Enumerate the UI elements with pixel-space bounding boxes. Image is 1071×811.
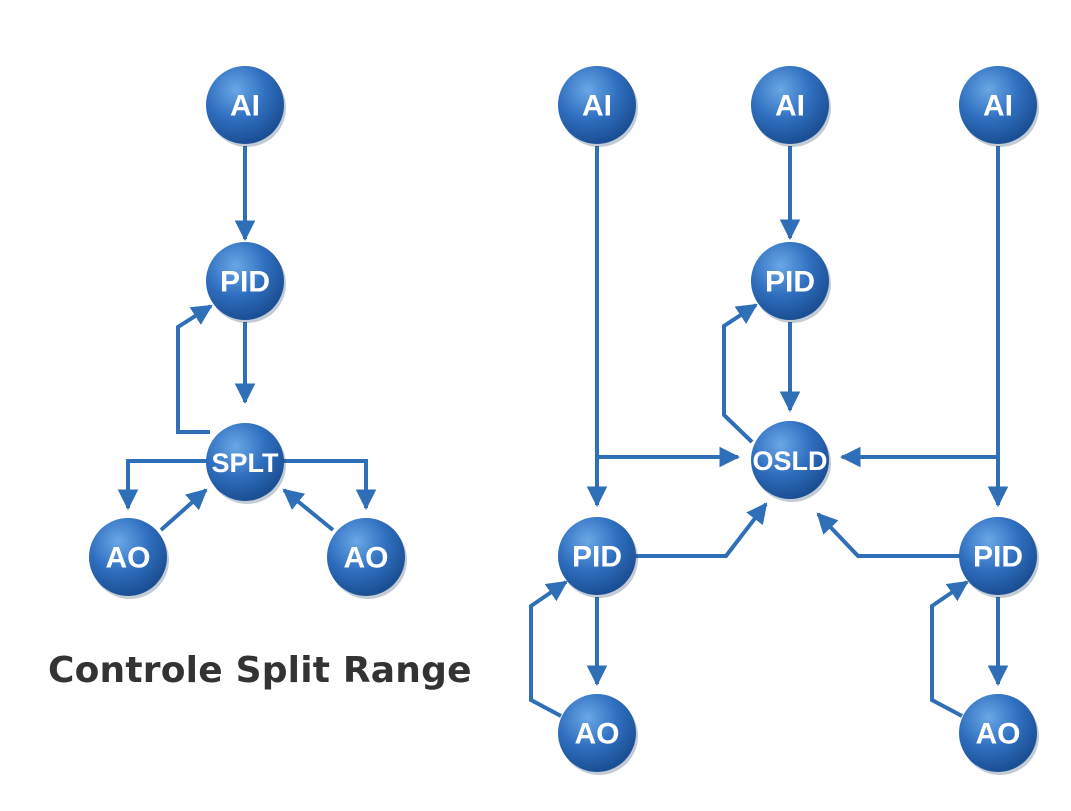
node-ao-left-1: AO	[89, 518, 169, 599]
node-circle	[206, 423, 284, 501]
node-label: PID	[572, 541, 622, 574]
node-ai-r1: AI	[558, 66, 638, 147]
edge-ao-left-2-to-splt	[282, 488, 335, 532]
node-label: AO	[976, 718, 1021, 751]
edge-pid-r1-to-osld	[636, 502, 768, 558]
node-ai-left: AI	[206, 66, 286, 147]
node-circle	[751, 242, 829, 320]
node-circle	[959, 517, 1037, 595]
node-circle	[959, 66, 1037, 144]
node-circle	[558, 694, 636, 772]
node-pid-r2: PID	[959, 517, 1039, 598]
edge-ao-left-1-to-splt	[159, 488, 208, 532]
node-circle	[327, 518, 405, 596]
node-circle	[751, 421, 829, 499]
node-ao-r2: AO	[959, 694, 1039, 775]
node-circle	[558, 517, 636, 595]
node-osld: OSLD	[751, 421, 831, 502]
edge-ao-r2-feedback-pid-r2	[930, 580, 969, 718]
node-label: PID	[973, 541, 1023, 574]
node-label: AI	[230, 90, 260, 123]
node-circle	[89, 518, 167, 596]
node-label: AI	[983, 90, 1013, 123]
node-label: OSLD	[752, 446, 827, 476]
edge-splt-to-ao-left-1	[117, 459, 208, 511]
node-label: AO	[106, 542, 151, 575]
diagram-caption: Controle Split Range	[48, 650, 472, 691]
node-label: AO	[344, 542, 389, 575]
edges-group	[117, 146, 1009, 718]
node-circle	[206, 66, 284, 144]
node-ai-r2: AI	[751, 66, 831, 147]
node-splt: SPLT	[206, 423, 286, 504]
node-pid-left: PID	[206, 242, 286, 323]
node-circle	[959, 694, 1037, 772]
edge-pid-r2-to-osld	[816, 512, 960, 558]
node-label: SPLT	[212, 448, 280, 478]
node-label: AI	[775, 90, 805, 123]
node-label: AO	[575, 718, 620, 751]
node-ai-r3: AI	[959, 66, 1039, 147]
node-circle	[751, 66, 829, 144]
node-ao-left-2: AO	[327, 518, 407, 599]
edge-ao-r1-feedback-pid-r1	[529, 580, 568, 718]
edge-splt-to-ao-left-2	[283, 459, 377, 511]
edge-osld-feedback-pid-top	[722, 303, 758, 444]
node-ao-r1: AO	[558, 694, 638, 775]
node-circle	[558, 66, 636, 144]
edge-splt-feedback-pid-left	[176, 304, 213, 434]
nodes-group: AI PID SPLT AO AO AI AI AI PID OSLD PID PID AO AO	[89, 66, 1039, 775]
node-pid-top: PID	[751, 242, 831, 323]
node-label: PID	[765, 266, 815, 299]
node-label: PID	[220, 266, 270, 299]
node-label: AI	[582, 90, 612, 123]
node-circle	[206, 242, 284, 320]
node-pid-r1: PID	[558, 517, 638, 598]
